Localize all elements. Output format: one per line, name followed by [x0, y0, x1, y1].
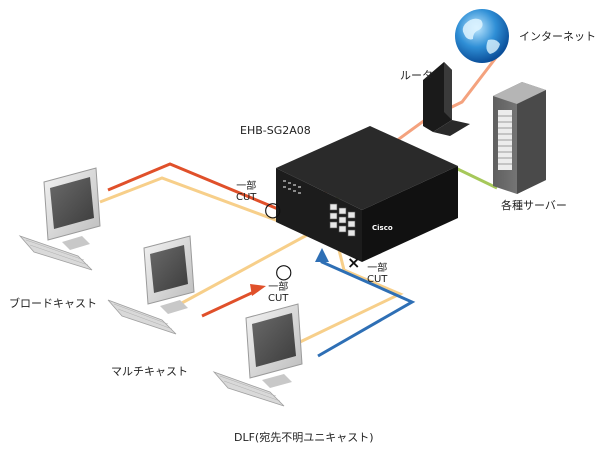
- dlf-arrow: [315, 248, 329, 262]
- cut-note-multicast-line1: 一部: [268, 282, 289, 293]
- label-multicast: マルチキャスト: [111, 365, 188, 378]
- label-broadcast: ブロードキャスト: [9, 297, 97, 310]
- dlf-blue-line: [317, 255, 416, 358]
- label-router: ルータ: [400, 69, 433, 82]
- cut-note-broadcast-line1: 一部: [236, 181, 257, 192]
- multicast-light-line: [179, 226, 321, 306]
- label-dlf: DLF(宛先不明ユニキャスト): [234, 431, 374, 444]
- switch-icon: Cisco: [276, 126, 458, 262]
- cut-note-broadcast-line2: CUT: [236, 192, 257, 203]
- cut-note-dlf: 一部 CUT: [367, 263, 387, 285]
- broadcast-red-line: [107, 162, 291, 216]
- label-servers: 各種サーバー: [501, 199, 567, 212]
- cut-note-dlf-line2: CUT: [367, 274, 388, 285]
- broadcast-light-line: [99, 176, 309, 234]
- label-switch-model: EHB-SG2A08: [240, 124, 311, 137]
- globe-icon: [455, 9, 509, 63]
- multicast-arrow: [250, 284, 266, 296]
- server-rack-icon: [493, 82, 546, 194]
- label-internet: インターネット: [519, 30, 596, 43]
- dlf-light-line: [299, 237, 404, 344]
- switch-badge: Cisco: [372, 224, 393, 232]
- cut-note-multicast: 一部 CUT: [268, 282, 288, 304]
- router-icon: [423, 62, 470, 136]
- pc-multicast-icon: [107, 235, 195, 335]
- pc-dlf-icon: [212, 303, 303, 407]
- cut-note-multicast-line2: CUT: [268, 293, 289, 304]
- multicast-red-line: [201, 288, 259, 318]
- cut-note-broadcast: 一部 CUT: [236, 181, 256, 203]
- cut-mark-broadcast: ○: [264, 197, 281, 221]
- cut-note-dlf-line1: 一部: [367, 263, 388, 274]
- pc-broadcast-icon: [18, 167, 101, 271]
- cut-mark-dlf: ×: [347, 253, 360, 272]
- cut-mark-multicast: ○: [275, 259, 292, 283]
